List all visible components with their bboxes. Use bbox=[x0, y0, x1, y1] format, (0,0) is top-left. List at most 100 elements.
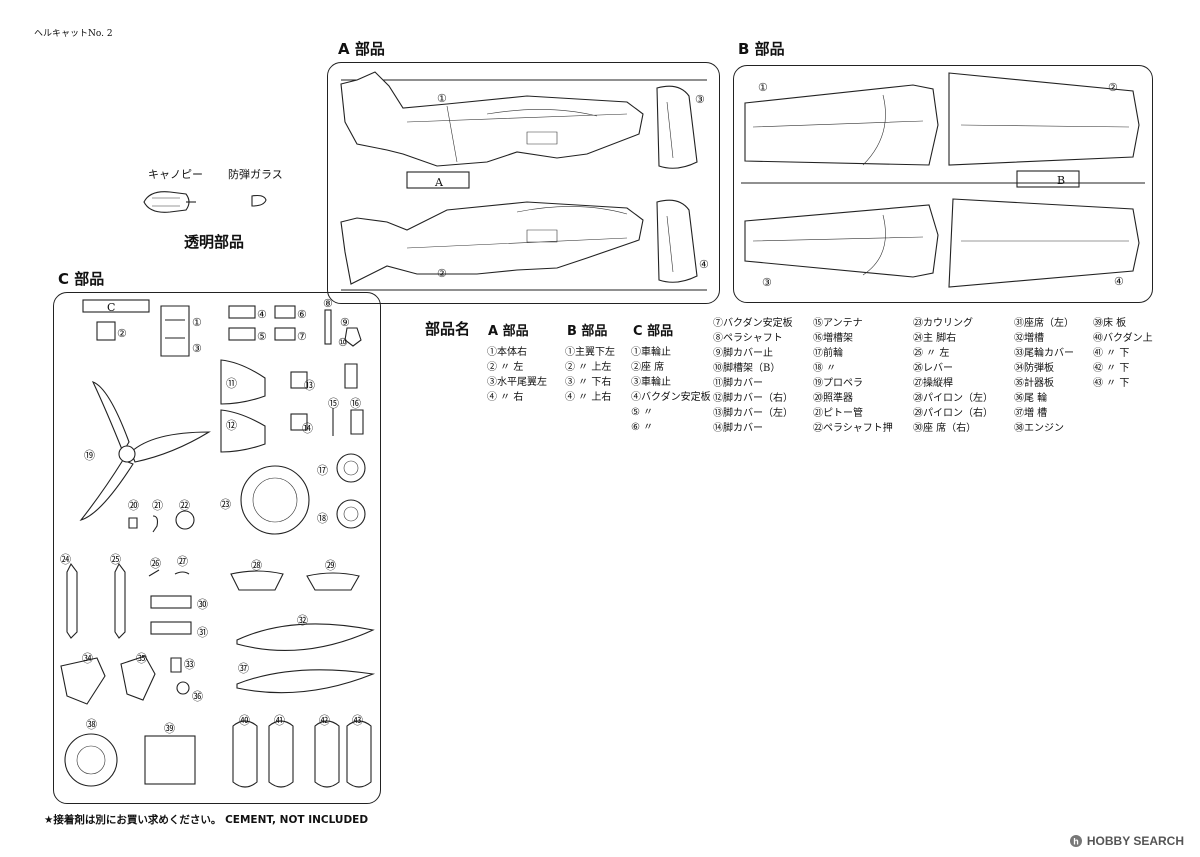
list-item: ⑬脚カバー（左） bbox=[713, 408, 793, 419]
cowling-part bbox=[240, 465, 310, 535]
parts-list-c3: ⑮アンテナ ⑯増槽架 ⑰前輪 ⑱ 〃 ⑲プロペラ ⑳照準器 ㉑ピトー管 ㉒ペラシ… bbox=[813, 316, 893, 436]
list-item: ㊱尾 輪 bbox=[1014, 393, 1048, 404]
seat-part bbox=[96, 321, 116, 341]
list-item: ⑧ペラシャフト bbox=[713, 333, 783, 344]
bomb-fin-part bbox=[274, 327, 296, 341]
instrument-panel-part bbox=[120, 655, 156, 701]
label-box bbox=[1016, 170, 1080, 188]
list-item: ①本体右 bbox=[487, 347, 527, 358]
section-a-title: A 部品 bbox=[338, 40, 385, 58]
part-num-a2: ② bbox=[437, 267, 447, 280]
wing-lower-left-part bbox=[744, 84, 939, 166]
part-num-c13: ⑬ bbox=[304, 379, 315, 392]
list-item: ㉞防弾板 bbox=[1014, 363, 1054, 374]
part-num-c24: ㉔ bbox=[60, 553, 71, 566]
list-item: ⑮アンテナ bbox=[813, 318, 863, 329]
cement-note: ★接着剤は別にお買い求めください。 CEMENT, NOT INCLUDED bbox=[44, 814, 369, 826]
list-item: ③ 〃 下右 bbox=[565, 377, 612, 388]
gear-cover-part bbox=[220, 359, 266, 405]
bomb-fin-part bbox=[228, 327, 256, 341]
list-item: ㉗操縦桿 bbox=[913, 378, 953, 389]
pylon-left-part bbox=[230, 570, 284, 591]
part-num-c22: ㉒ bbox=[179, 499, 190, 512]
list-item: ⑭脚カバー bbox=[713, 423, 763, 434]
part-num-b2: ② bbox=[1108, 81, 1118, 94]
sprue-b-frame bbox=[733, 65, 1153, 303]
part-num-a1: ① bbox=[437, 92, 447, 105]
list-item: ㉕ 〃 左 bbox=[913, 348, 950, 359]
part-num-c38: ㊳ bbox=[86, 718, 97, 731]
front-wheel-part bbox=[336, 499, 366, 529]
front-wheel-part bbox=[336, 453, 366, 483]
list-item: ⑨脚カバー止 bbox=[713, 348, 773, 359]
part-num-c31: ㉛ bbox=[197, 626, 208, 639]
part-num-c14: ⑭ bbox=[302, 422, 313, 435]
part-num-c2: ② bbox=[117, 327, 127, 340]
wing-upper-right-part bbox=[948, 198, 1140, 288]
list-item: ⑤ 〃 bbox=[631, 407, 654, 418]
wing-upper-left-part bbox=[948, 72, 1140, 166]
part-num-c12: ⑫ bbox=[226, 419, 237, 432]
sprue-a-frame bbox=[327, 62, 720, 304]
bomb-upper-part bbox=[232, 720, 258, 788]
part-num-c23: ㉓ bbox=[220, 498, 231, 511]
gear-bay-part bbox=[290, 371, 308, 389]
list-item: ①車輪止 bbox=[631, 347, 671, 358]
propeller-part bbox=[79, 381, 211, 522]
part-num-c32: ㉜ bbox=[297, 614, 308, 627]
list-item: ⑳照準器 bbox=[813, 393, 853, 404]
seat-right-part bbox=[150, 595, 192, 609]
sprue-c-drawing bbox=[60, 299, 376, 788]
control-stick-part bbox=[174, 571, 190, 575]
list-item: ㊳エンジン bbox=[1014, 423, 1064, 434]
list-item: ③水平尾翼左 bbox=[487, 377, 547, 388]
parts-list-c1: ①車輪止 ②座 席 ③車輪止 ④バクダン安定板 ⑤ 〃 ⑥ 〃 bbox=[631, 345, 711, 435]
list-item: ② 〃 上左 bbox=[565, 362, 612, 373]
drop-tank-part bbox=[236, 623, 375, 651]
list-item: ㉛座席（左） bbox=[1014, 318, 1074, 329]
list-item: ⑰前輪 bbox=[813, 348, 843, 359]
part-num-c4: ④ bbox=[257, 308, 267, 321]
sprue-a-drawing bbox=[340, 71, 707, 291]
part-num-c16: ⑯ bbox=[350, 397, 361, 410]
part-num-c40: ㊵ bbox=[239, 714, 250, 727]
tail-plane-right-part bbox=[656, 199, 698, 283]
windshield-part bbox=[251, 194, 267, 207]
parts-list-a: ①本体右 ② 〃 左 ③水平尾翼左 ④ 〃 右 bbox=[487, 345, 547, 405]
armor-plate-part bbox=[60, 657, 106, 705]
list-item: ㉜増槽 bbox=[1014, 333, 1044, 344]
watermark: h HOBBY SEARCH bbox=[1069, 834, 1184, 848]
tail-wheel-cover-part bbox=[170, 657, 182, 673]
part-num-c35: ㉟ bbox=[136, 652, 147, 665]
list-item: ①主翼下左 bbox=[565, 347, 615, 358]
part-num-c18: ⑱ bbox=[317, 512, 328, 525]
part-num-c29: ㉙ bbox=[325, 559, 336, 572]
section-c-title: C 部品 bbox=[58, 270, 105, 288]
sprue-b-drawing bbox=[741, 72, 1145, 288]
list-item: ㊵バクダン上 bbox=[1093, 333, 1153, 344]
list-item: ⑫脚カバー（右） bbox=[713, 393, 793, 404]
list-item: ㉖レバー bbox=[913, 363, 953, 374]
sprue-a-label: A bbox=[435, 176, 443, 189]
list-item: ㉘パイロン（左） bbox=[913, 393, 993, 404]
list-item: ⑦バクダン安定板 bbox=[713, 318, 793, 329]
list-item: ㊶ 〃 下 bbox=[1093, 348, 1130, 359]
windshield-label: 防弾ガラス bbox=[228, 168, 283, 181]
propeller-shaft-part bbox=[324, 309, 332, 345]
svg-text:h: h bbox=[1073, 837, 1079, 847]
gear-cover-stop-part bbox=[344, 327, 362, 347]
part-num-c34: ㉞ bbox=[82, 652, 93, 665]
parts-list-title: 部品名 bbox=[425, 320, 471, 338]
label-box bbox=[406, 171, 470, 189]
list-item: ⑩脚槽架（B） bbox=[713, 363, 781, 374]
main-gear-left-part bbox=[114, 562, 126, 639]
list-item: ㉑ピトー管 bbox=[813, 408, 863, 419]
gear-cover-part bbox=[220, 409, 266, 453]
part-num-c33: ㉝ bbox=[184, 658, 195, 671]
parts-list-c-title: C 部品 bbox=[633, 324, 674, 339]
clear-parts-drawing bbox=[143, 191, 267, 213]
propeller-shaft-holder-part bbox=[175, 510, 195, 530]
part-num-c41: ㊶ bbox=[274, 714, 285, 727]
part-num-b3: ③ bbox=[762, 276, 772, 289]
part-num-c27: ㉗ bbox=[177, 555, 188, 568]
